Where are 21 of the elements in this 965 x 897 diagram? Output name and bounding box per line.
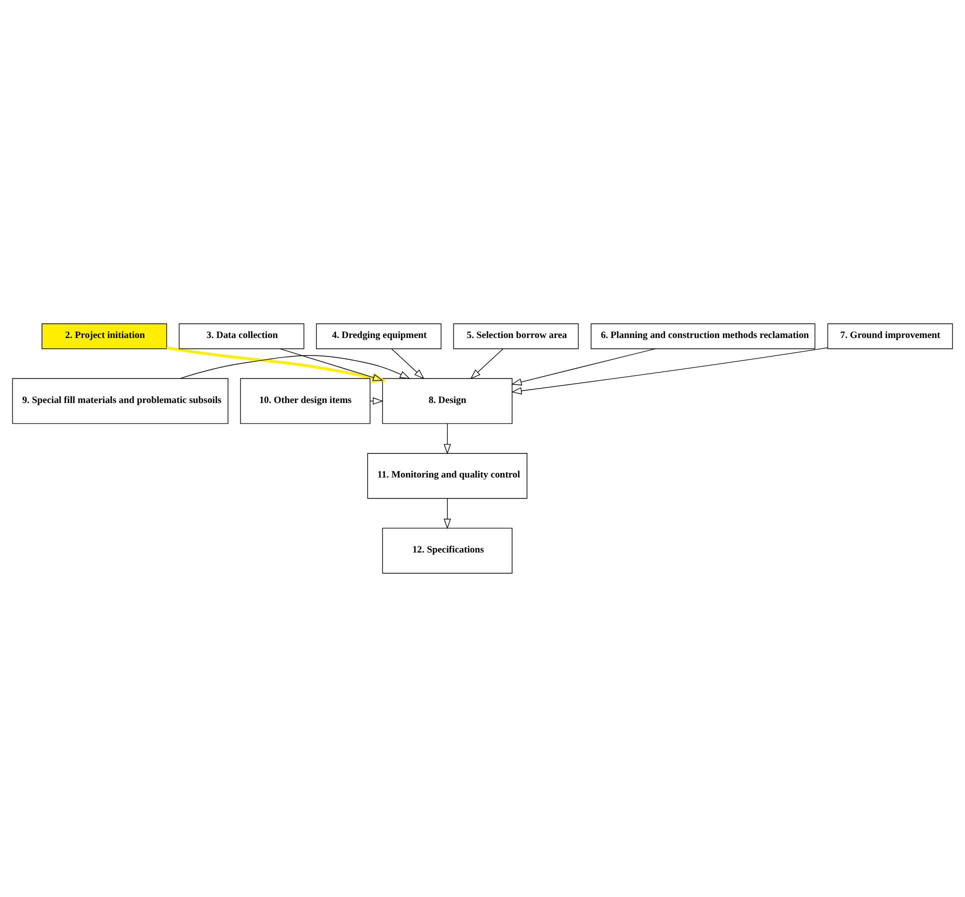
node-box: 6. Planning and construction methods reclamation: [590, 323, 816, 350]
node-box: 12. Specifications: [382, 528, 512, 574]
arrow: [470, 348, 504, 380]
arrow: [180, 355, 410, 379]
node-box: 3. Data collection: [178, 323, 304, 350]
node-box: 7. Ground improvement: [827, 323, 953, 350]
node-box: 5. Selection borrow area: [453, 323, 579, 350]
arrow: [391, 348, 424, 380]
arrow: [370, 397, 384, 405]
node-box: 11. Monitoring and quality control: [367, 453, 528, 499]
node-box: 2. Project initiation: [42, 323, 168, 350]
arrow: [511, 347, 828, 394]
arrow: [280, 348, 384, 382]
node-box: 4. Dredging equipment: [316, 323, 442, 350]
node-box: 10. Other design items: [240, 378, 370, 424]
arrow: [511, 348, 656, 386]
arrow: [166, 346, 387, 383]
arrow: [444, 423, 451, 454]
arrow: [444, 498, 451, 530]
node-box: 8. Design: [382, 378, 512, 424]
node-box: 9. Special fill materials and problematic subsoils: [12, 378, 228, 424]
